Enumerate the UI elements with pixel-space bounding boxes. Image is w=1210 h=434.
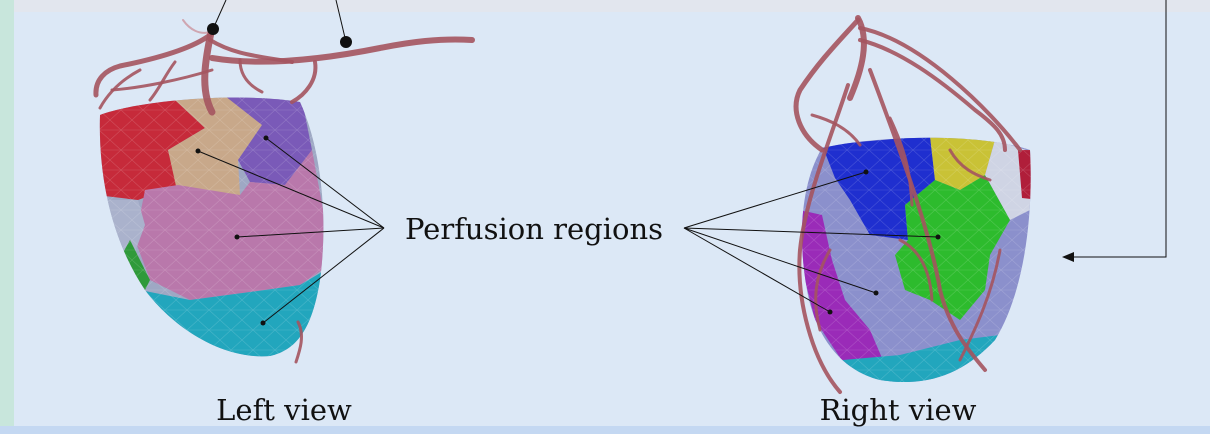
left-view-label: Left view xyxy=(216,393,352,427)
left-coronary-vessels xyxy=(93,19,475,364)
top-pointer-lines xyxy=(207,0,352,48)
perfusion-leaders-left xyxy=(195,135,385,326)
pointer-dot-2 xyxy=(340,36,352,48)
bottom-edge-strip xyxy=(0,426,1210,434)
right-view-label: Right view xyxy=(820,393,977,427)
left-edge-strip xyxy=(0,0,14,434)
right-heart-model xyxy=(793,15,1031,394)
right-bracket-arrow xyxy=(1062,0,1167,262)
perfusion-regions-label: Perfusion regions xyxy=(405,212,663,246)
pointer-dot-1 xyxy=(207,23,219,35)
right-coronary-vessels xyxy=(793,15,1022,394)
perfusion-leaders-right xyxy=(683,169,941,315)
top-edge-strip xyxy=(0,0,1210,12)
left-heart-model xyxy=(93,19,475,364)
arrow-head xyxy=(1062,252,1074,262)
